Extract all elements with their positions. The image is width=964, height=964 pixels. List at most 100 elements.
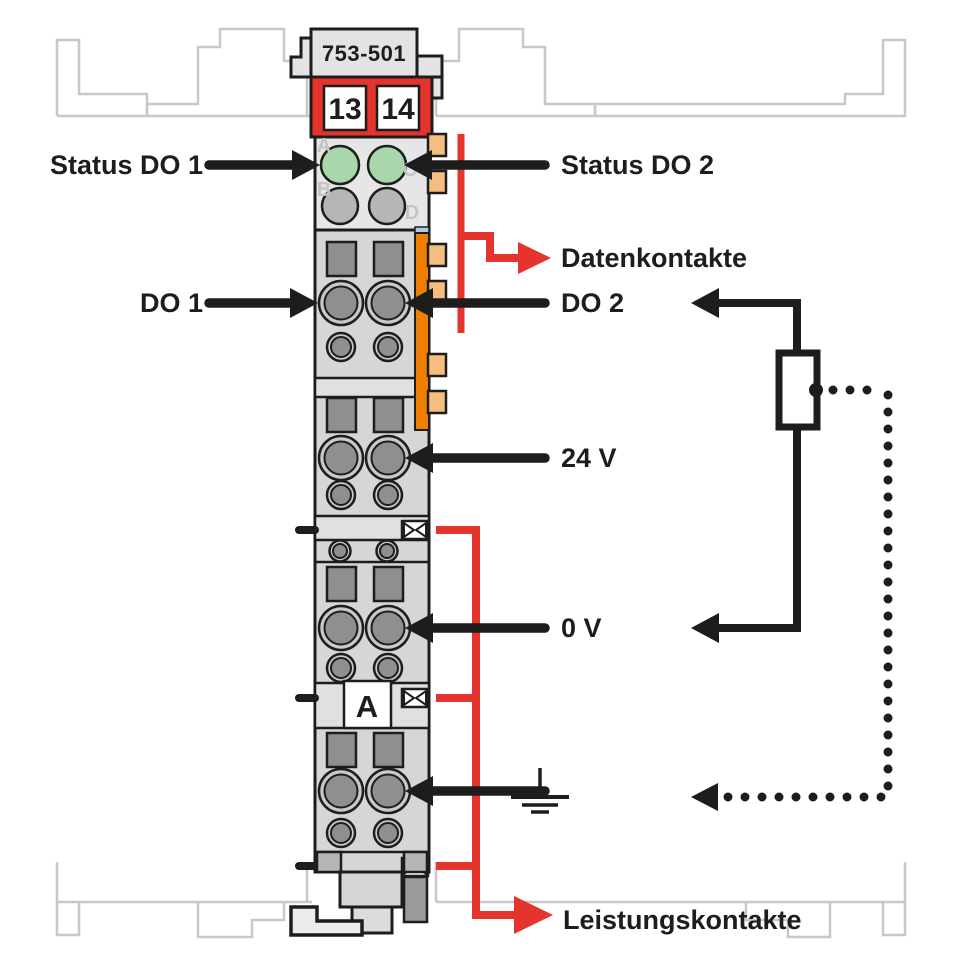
- clamp-opening: [372, 731, 405, 769]
- do1-arrowhead: [290, 288, 318, 318]
- dotted-ground-path: [719, 385, 893, 802]
- bowtie-left: [403, 689, 416, 707]
- terminal-opening-large-inner: [370, 440, 406, 476]
- 24v-arrowhead: [405, 443, 433, 473]
- external-circuit: [691, 288, 893, 811]
- datenkontakte-arrowhead: [518, 242, 551, 274]
- bottom-right-block: [402, 875, 429, 924]
- ghost-bottom-right-hook: [881, 862, 907, 937]
- ghost-top-right-hook: [593, 38, 907, 116]
- data-contact-tab: [426, 242, 448, 268]
- clamp-opening: [325, 731, 358, 769]
- clamp-opening: [325, 396, 358, 434]
- part-number-label: 753-501: [322, 41, 406, 66]
- label-status-do-2: Status DO 2: [561, 150, 714, 180]
- terminal-13-square: [322, 84, 368, 132]
- label-datenkontakte: Datenkontakte: [561, 243, 747, 273]
- terminal-opening-small-inner: [330, 822, 352, 844]
- terminal-14-label: 14: [381, 93, 415, 126]
- red-annotations: [436, 134, 553, 934]
- ghost-top-right-module: [434, 27, 597, 116]
- data-contact-tab: [426, 169, 448, 195]
- status-do1-arrowhead: [292, 150, 320, 180]
- terminal-opening-large-inner: [370, 610, 406, 646]
- connection-node-dot: [809, 383, 823, 397]
- terminal-opening-small-inner: [330, 484, 352, 506]
- terminal-opening-mini-inner: [379, 543, 395, 559]
- clamp-opening: [372, 396, 405, 434]
- clamp-opening: [325, 565, 358, 603]
- callout-arrowheads: [290, 150, 433, 806]
- terminal-opening-large-inner: [323, 440, 359, 476]
- data-contact-tab: [426, 352, 448, 378]
- terminal-13-label: 13: [328, 93, 361, 126]
- terminal-opening-small-inner: [377, 336, 399, 358]
- do2-circuit-line: [717, 299, 801, 353]
- bowtie-right: [414, 689, 427, 707]
- module-bottom: [289, 850, 429, 937]
- led-off-b: [320, 186, 360, 226]
- terminal-14-square: [375, 84, 421, 132]
- bowtie-left: [403, 521, 416, 539]
- 0v-circuit-line: [719, 427, 801, 632]
- ghost-bottom-right-latch: [744, 902, 832, 939]
- status-do2-arrowhead: [404, 150, 432, 180]
- clamp-opening: [325, 240, 358, 278]
- 0v-arrowhead: [405, 613, 433, 643]
- led-letter-a: A: [317, 135, 331, 157]
- terminal-opening-large-inner: [323, 773, 359, 809]
- led-letter-b: B: [317, 179, 331, 201]
- group-marker-label: A: [356, 689, 378, 724]
- bottom-foot-column: [338, 870, 404, 909]
- module-top-right-wing: [415, 54, 444, 79]
- ghost-bottom-left-hook: [55, 862, 81, 937]
- power-contact-red-line: [436, 526, 514, 919]
- terminal-opening-mini-inner: [332, 543, 348, 559]
- data-contact-tab: [426, 389, 448, 415]
- ground-arrowhead: [405, 776, 433, 806]
- 0v-circuit-arrowhead: [691, 613, 719, 643]
- earth-ground-icon: [511, 768, 569, 814]
- status-led-do2: [366, 144, 408, 186]
- label-leistungskontakte: Leistungskontakte: [563, 905, 802, 935]
- label-0v: 0 V: [561, 613, 602, 643]
- part-number-tab: [309, 27, 419, 79]
- rail-latch: [289, 905, 364, 937]
- ghost-bottom-left-latch: [196, 902, 286, 939]
- status-led-do1: [319, 144, 361, 186]
- label-do-2: DO 2: [561, 288, 624, 318]
- callout-labels: Status DO 1 Status DO 2 Datenkontakte DO…: [50, 150, 802, 935]
- clamp-opening: [372, 565, 405, 603]
- terminal-opening-large-inner: [323, 285, 359, 321]
- clamp-openings: [325, 240, 405, 769]
- led-letter-d: D: [405, 202, 419, 224]
- terminal-opening-small-inner: [330, 336, 352, 358]
- group-marker-box: [342, 679, 393, 730]
- orange-contact-strip: [414, 232, 430, 431]
- bottom-corner-left: [315, 850, 343, 874]
- clamp-opening: [372, 240, 405, 278]
- callout-arrows: [204, 160, 550, 796]
- terminal-opening-large-inner: [323, 610, 359, 646]
- terminal-opening-small-inner: [377, 657, 399, 679]
- leistungskontakte-arrowhead: [514, 896, 553, 934]
- bottom-corner-right: [402, 850, 429, 874]
- terminal-opening-small-inner: [377, 484, 399, 506]
- do2-arrowhead: [405, 288, 433, 318]
- data-contact-tab: [426, 132, 448, 158]
- terminal-openings-large: [317, 279, 412, 815]
- terminal-opening-small-inner: [330, 657, 352, 679]
- bowtie-right: [414, 521, 427, 539]
- terminal-opening-large-inner: [370, 773, 406, 809]
- terminal-openings-small: [325, 331, 404, 849]
- terminal-opening-small-inner: [377, 822, 399, 844]
- datenkontakte-arrow-line: [461, 232, 518, 262]
- din-rail-ghost-outlines: [55, 27, 907, 939]
- label-24v: 24 V: [561, 443, 617, 473]
- io-module: 753-501 13 14 A B: [289, 27, 448, 937]
- label-status-do-1: Status DO 1: [50, 150, 203, 180]
- ground-circuit-arrowhead: [691, 783, 718, 811]
- divider-band-1: [313, 376, 431, 399]
